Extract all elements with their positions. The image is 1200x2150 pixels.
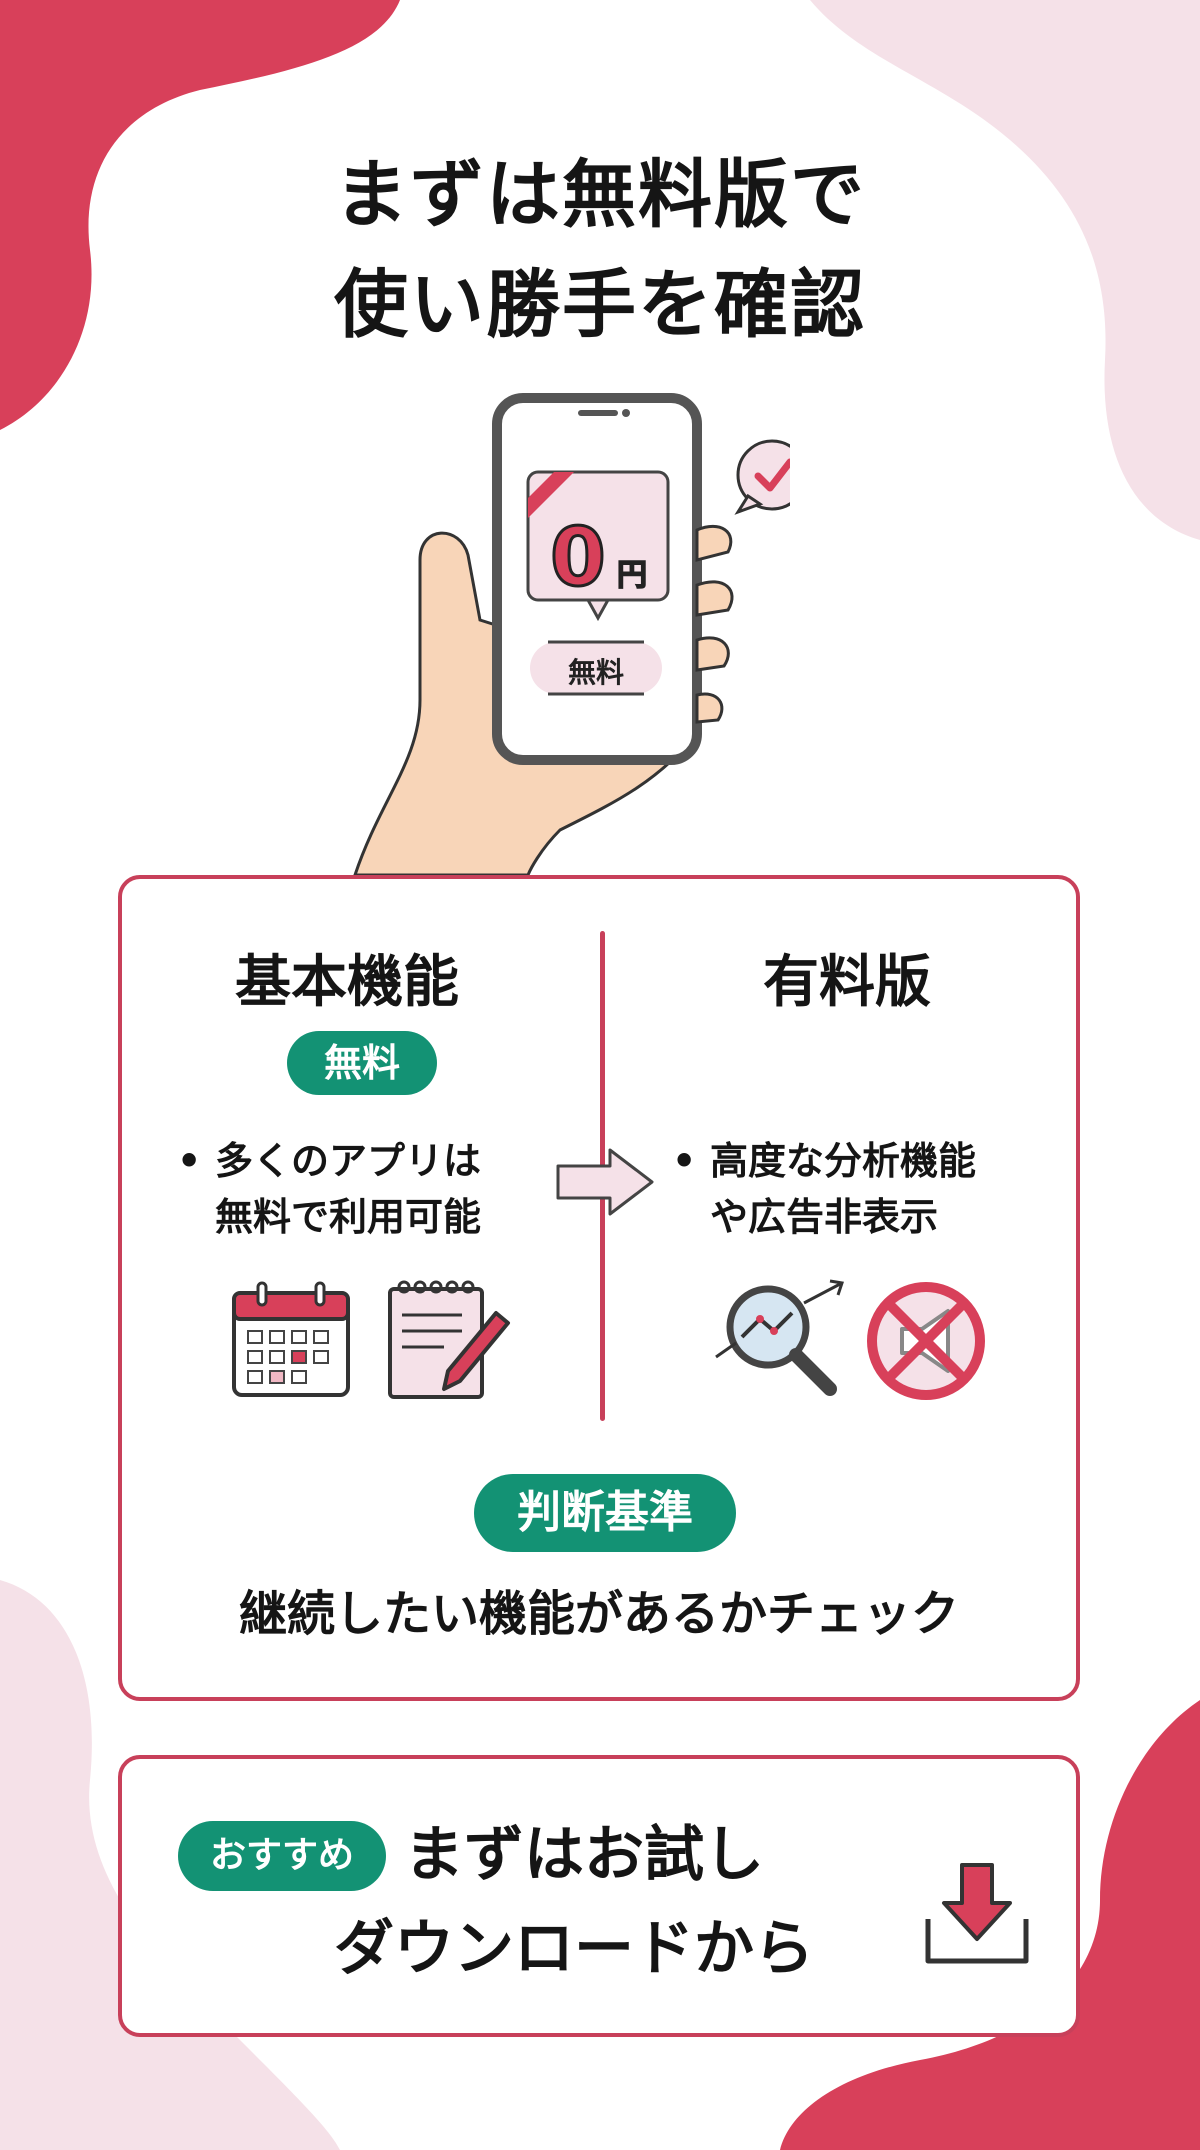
price-currency: 円 xyxy=(617,558,647,593)
recommend-badge: おすすめ xyxy=(178,1821,386,1891)
price-value: 0 xyxy=(550,511,606,604)
blob-top-right xyxy=(810,0,1200,540)
free-label-pill xyxy=(530,642,662,694)
criteria-text: 継続したい機能があるかチェック xyxy=(238,1586,959,1642)
free-label: 無料 xyxy=(568,656,624,689)
finger-3 xyxy=(695,636,730,672)
screen-card-tail xyxy=(585,598,611,622)
bullet-dot: • xyxy=(672,1139,697,1183)
blob-top-left xyxy=(0,0,400,430)
phone-notch xyxy=(578,410,618,416)
finger-1 xyxy=(695,524,733,562)
blob-bottom-left xyxy=(0,1580,340,2150)
arrow-right-icon xyxy=(556,1148,654,1216)
checkmark-bubble-icon xyxy=(734,439,790,515)
free-bullet: • 多くのアプリは 無料で利用可能 xyxy=(177,1133,595,1245)
page-title: まずは無料版で 使い勝手を確認 xyxy=(0,140,1200,360)
cta-line-1: まずはお試し xyxy=(404,1820,764,1890)
calendar-icon xyxy=(232,1281,350,1397)
free-bullet-line-2: 無料で利用可能 xyxy=(215,1195,482,1239)
title-line-2: 使い勝手を確認 xyxy=(334,262,866,348)
phone-in-hand-illustration: 0 円 無料 xyxy=(352,393,790,877)
cta-card: おすすめ まずはお試し ダウンロードから xyxy=(118,1755,1080,2037)
free-badge: 無料 xyxy=(287,1031,437,1095)
notepad-pencil-icon xyxy=(388,1280,510,1399)
paid-bullet-line-1: 高度な分析機能 xyxy=(710,1139,977,1183)
comparison-card: 基本機能 無料 • 多くのアプリは 無料で利用可能 有料版 • 高度な分析機能 … xyxy=(118,875,1080,1701)
bullet-dot: • xyxy=(177,1139,202,1183)
paid-bullet-line-2: や広告非表示 xyxy=(710,1195,939,1239)
blob-bottom-right xyxy=(780,1700,1200,2150)
finger-2 xyxy=(695,580,734,617)
download-icon xyxy=(925,1863,1029,1964)
phone-camera xyxy=(622,409,630,417)
finger-4 xyxy=(695,692,724,724)
criteria-badge: 判断基準 xyxy=(474,1474,736,1552)
analytics-magnifier-icon xyxy=(715,1279,844,1396)
free-column-title: 基本機能 xyxy=(235,950,459,1015)
paid-column-title: 有料版 xyxy=(763,950,931,1015)
cta-line-2: ダウンロードから xyxy=(334,1914,814,1984)
screen-card-ribbon xyxy=(528,472,574,518)
no-ads-icon xyxy=(867,1282,985,1400)
title-line-1: まずは無料版で xyxy=(334,152,866,238)
free-bullet-line-1: 多くのアプリは xyxy=(215,1139,482,1183)
paid-bullet: • 高度な分析機能 や広告非表示 xyxy=(672,1133,1100,1245)
